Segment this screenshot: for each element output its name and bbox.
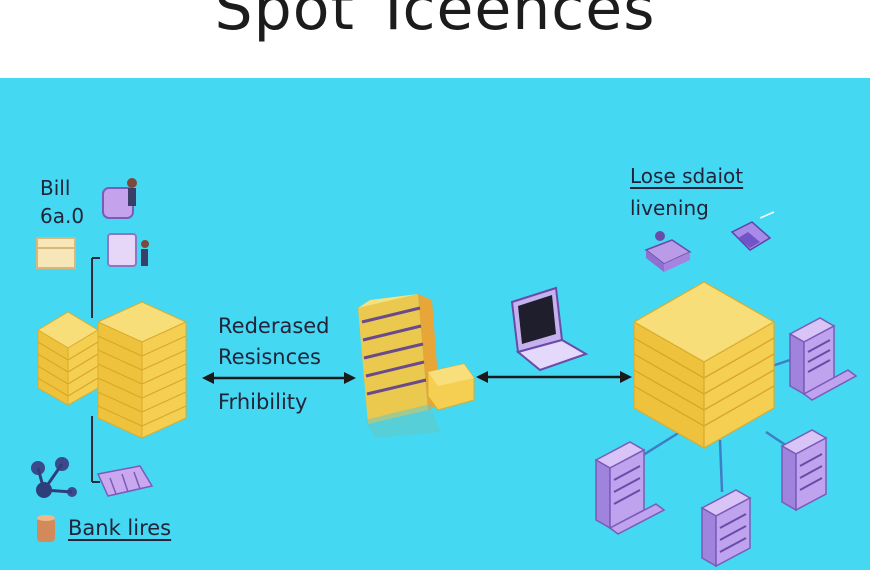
purple-server-right-bottom [780,429,828,512]
left-bottom-label: Bank lires [68,516,172,540]
right-label-2: livening [630,196,709,220]
right-double-arrow [476,371,632,383]
router-icon [644,231,692,272]
network-people-icon [31,457,77,498]
left-top-label-2: 6a.0 [40,204,85,228]
left-connector [91,257,100,483]
purple-server-right-top [788,317,858,401]
server-rack-icon [96,465,154,497]
cloud-gear-icon [730,211,775,251]
person-screen-icon [107,233,149,267]
left-server-stack-large [96,301,188,439]
purple-server-center-bottom [700,489,752,568]
left-double-arrow [202,372,356,384]
left-top-label-1: Bill [40,176,71,200]
right-label-1: Lose sdaiot [630,164,744,188]
chat-person-icon [102,178,137,219]
center-label-line-1: Rederased [218,314,330,338]
center-label-line-2: Resisnces [218,345,322,369]
box-icon [36,237,76,269]
center-label-line-3: Frhibility [218,390,308,414]
laptop-icon [510,286,589,372]
purple-server-left-bottom [594,441,666,535]
title-band: Spot Tceences [0,0,870,78]
database-icon [37,515,55,542]
left-server-stack-small [37,311,99,406]
page-title: Spot Tceences [214,0,656,44]
right-main-server [632,281,776,450]
center-server-tower [358,294,475,438]
